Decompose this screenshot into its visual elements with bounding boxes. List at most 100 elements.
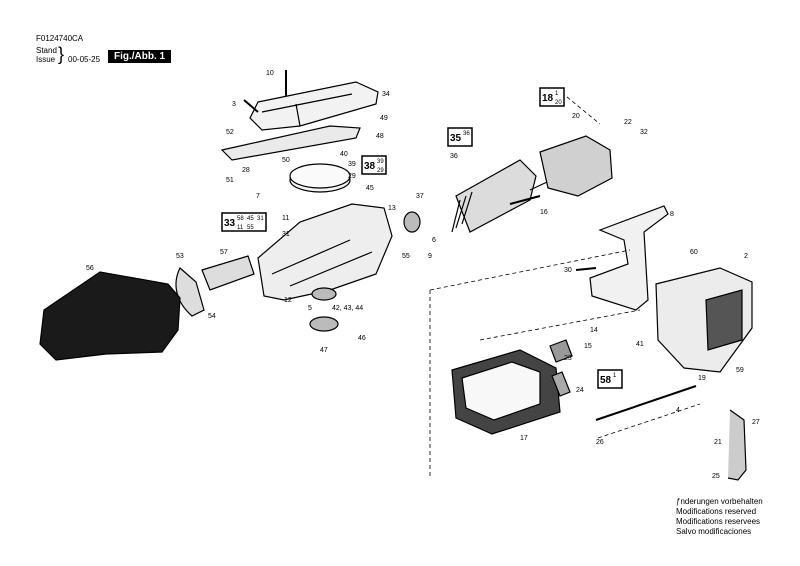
plunger-wheel [309, 316, 339, 332]
callout-label: 51 [226, 177, 234, 184]
callout-label: 16 [540, 209, 548, 216]
callout-label: 34 [382, 91, 390, 98]
kit-box-cell: 36 [463, 131, 470, 137]
screw-30 [575, 267, 597, 271]
callout-label: 28 [242, 167, 250, 174]
kit-box-number: 38 [364, 161, 376, 172]
part-drawings [39, 70, 753, 481]
kit-box-cell: 1 [613, 373, 617, 379]
callout-label: 4 [676, 407, 680, 414]
callout-label: 9 [428, 253, 432, 260]
callout-label: 29 [348, 173, 356, 180]
callout-label: 20 [572, 113, 580, 120]
footer-line: Salvo modificaciones [676, 527, 752, 536]
callout-label: 56 [86, 265, 94, 272]
kit-box-cell: 45 [247, 216, 254, 222]
callout-label: 8 [670, 211, 674, 218]
document-number: F0124740CA [36, 34, 84, 43]
callout-label: 23 [564, 355, 572, 362]
stand-label: Stand [36, 46, 57, 55]
callout-label: 55 [402, 253, 410, 260]
field-coil [539, 135, 613, 197]
callout-label: 31 [282, 231, 290, 238]
callout-label: 47 [320, 347, 328, 354]
shoe [175, 267, 205, 317]
callout-label: 45 [366, 185, 374, 192]
callout-label: 26 [596, 439, 604, 446]
callout-label: 21 [714, 439, 722, 446]
callout-labels: 1034349524828504039295174511311337695553… [86, 70, 760, 480]
callout-label: 11 [282, 215, 289, 222]
kit-box-cell: 58 [237, 216, 244, 222]
kit-box-cell: 39 [377, 159, 384, 165]
blade-clamp-strip [220, 125, 361, 161]
callout-label: 32 [640, 129, 648, 136]
kit-box-number: 35 [450, 133, 462, 144]
fan-bearing [403, 211, 421, 233]
handle-half [589, 205, 669, 311]
footer-notes: ƒnderungen vorbehalten Modifications res… [676, 497, 763, 537]
brace: } [58, 44, 65, 64]
switch [549, 339, 573, 363]
callout-label: 40 [340, 151, 348, 158]
footer-line: ƒnderungen vorbehalten [676, 497, 763, 506]
callout-label: 22 [624, 119, 632, 126]
issue-label: Issue [36, 55, 56, 64]
callout-label: 48 [376, 133, 384, 140]
power-cord [727, 409, 747, 481]
callout-label: 3 [232, 101, 236, 108]
rubber-boot [39, 271, 181, 361]
callout-label: 14 [590, 327, 598, 334]
callout-label: 60 [690, 249, 698, 256]
callout-label: 54 [208, 313, 216, 320]
callout-label: 41 [636, 341, 644, 348]
callout-label: 19 [698, 375, 706, 382]
kit-box-cell: 20 [555, 100, 562, 106]
gear-housing [257, 203, 393, 301]
top-cover [249, 81, 379, 131]
callout-label: 49 [380, 115, 388, 122]
callout-label: 46 [358, 335, 366, 342]
callout-label: 7 [256, 193, 260, 200]
callout-label: 39 [348, 161, 356, 168]
kit-box-cell: 55 [247, 225, 254, 231]
kit-box-cell: 31 [257, 216, 264, 222]
callout-label: 13 [388, 205, 396, 212]
screw-16 [509, 195, 541, 205]
callout-label: 15 [584, 343, 592, 350]
kit-box-number: 18 [542, 93, 554, 104]
kit-box-number: 58 [600, 375, 612, 386]
bearing [311, 287, 337, 301]
guide-plate [201, 255, 255, 291]
callout-label: 25 [712, 473, 720, 480]
issue-date: 00-05-25 [68, 55, 101, 64]
callout-label: 52 [226, 129, 234, 136]
callout-label: 50 [282, 157, 290, 164]
kit-box-cell: 11 [237, 225, 244, 231]
brush-holder [551, 371, 571, 397]
callout-label: 24 [576, 387, 584, 394]
callout-label: 27 [752, 419, 760, 426]
callout-label: 37 [416, 193, 424, 200]
callout-label: 57 [220, 249, 228, 256]
callout-label: 59 [736, 367, 744, 374]
callout-label: 17 [520, 435, 528, 442]
callout-label: 30 [564, 267, 572, 274]
callout-label: 6 [432, 237, 436, 244]
screw-3 [243, 99, 259, 113]
footer-line: Modifications reserved [676, 507, 757, 516]
armature [455, 159, 537, 233]
callout-label: 53 [176, 253, 184, 260]
callout-label: 2 [744, 253, 748, 260]
kit-box-cell: 1 [555, 91, 559, 97]
footer-line: Modifications reservees [676, 517, 761, 526]
kit-box-number: 33 [224, 218, 236, 229]
callout-label: 42, 43, 44 [332, 305, 363, 312]
